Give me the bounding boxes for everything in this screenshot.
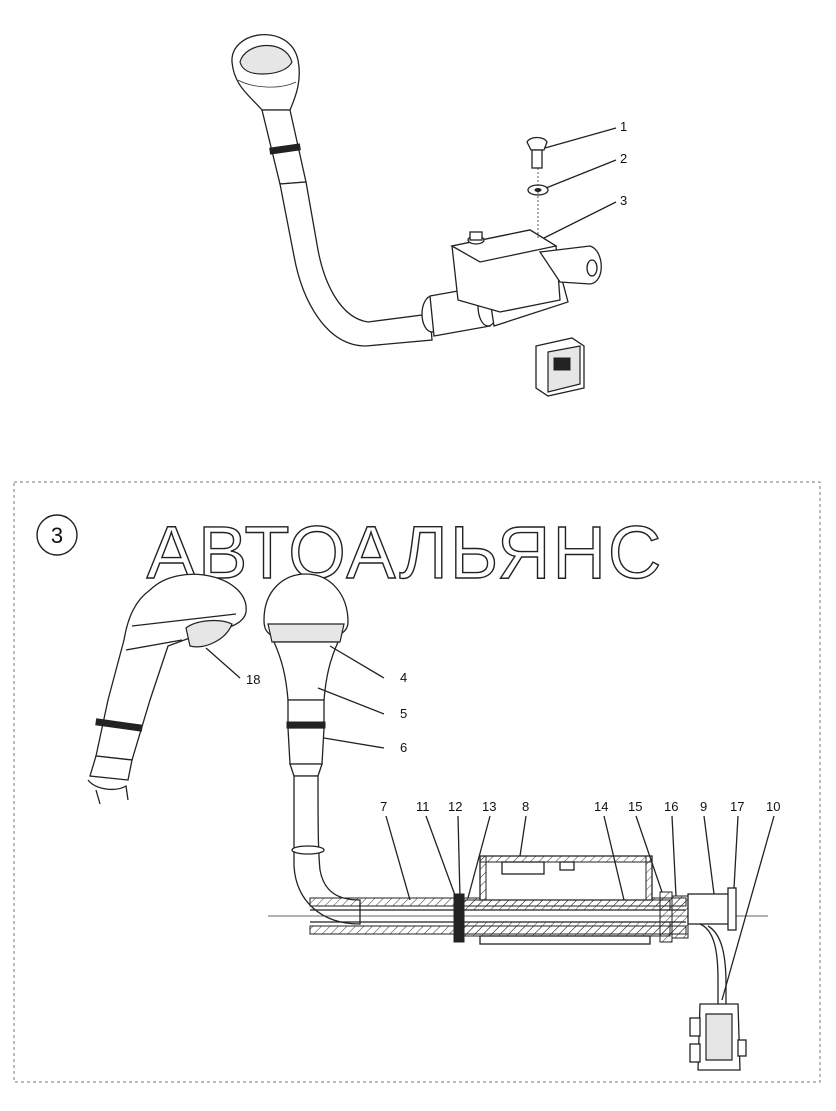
side-knob-view xyxy=(87,573,247,805)
callout-15: 15 xyxy=(628,799,642,814)
callout-14: 14 xyxy=(594,799,608,814)
section-leaders xyxy=(385,815,775,1001)
callout-16: 16 xyxy=(664,799,678,814)
front-knob-view xyxy=(263,573,349,777)
section-view xyxy=(268,775,768,1071)
callout-8: 8 xyxy=(522,799,529,814)
detail-frame xyxy=(13,481,821,1083)
watermark-logo: АВТОАЛЬЯНС xyxy=(147,511,664,594)
callout-1: 1 xyxy=(620,119,627,134)
view-marker-label: 3 xyxy=(51,523,63,548)
callout-12: 12 xyxy=(448,799,462,814)
callout-4: 4 xyxy=(400,670,407,685)
callout-3: 3 xyxy=(620,193,627,208)
callout-11: 11 xyxy=(416,799,430,814)
callout-13: 13 xyxy=(482,799,496,814)
view-marker: 3 xyxy=(36,514,78,556)
top-shift-housing xyxy=(421,229,602,337)
top-connector xyxy=(535,337,585,397)
callout-6: 6 xyxy=(400,740,407,755)
callout-10: 10 xyxy=(766,799,780,814)
callout-7: 7 xyxy=(380,799,387,814)
top-bolt xyxy=(526,136,548,169)
callout-5: 5 xyxy=(400,706,407,721)
top-gear-knob xyxy=(231,34,433,347)
callout-9: 9 xyxy=(700,799,707,814)
top-assembly-view: 1 2 3 xyxy=(231,34,627,397)
callout-17: 17 xyxy=(730,799,744,814)
callout-18: 18 xyxy=(246,672,260,687)
callout-2: 2 xyxy=(620,151,627,166)
